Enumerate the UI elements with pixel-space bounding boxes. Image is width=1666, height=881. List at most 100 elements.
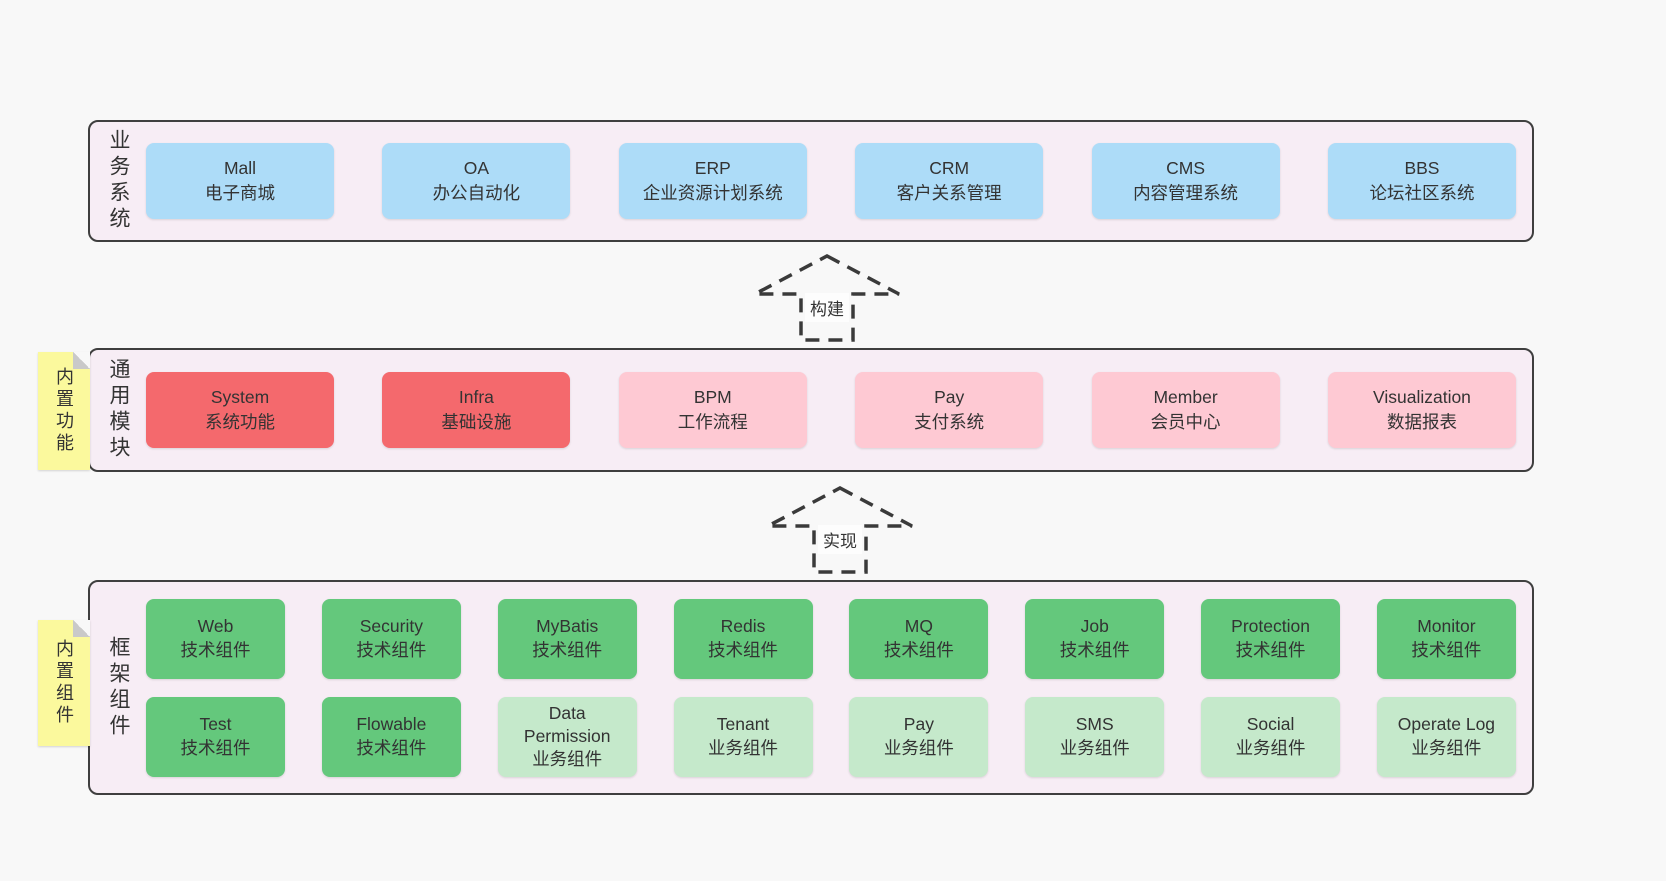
box-title-en: CRM xyxy=(929,158,970,179)
box-subtitle-zh: 支付系统 xyxy=(914,412,985,432)
box-title-en: Mall xyxy=(223,158,257,179)
box-subtitle-zh: 技术组件 xyxy=(883,639,954,660)
box-subtitle-zh: 电子商城 xyxy=(205,183,275,203)
diagram-box-mall: Mall 电子商城 xyxy=(146,143,334,219)
box-title-en: CMS xyxy=(1166,158,1205,179)
box-title-en: System xyxy=(210,387,270,408)
box-title-en: Data Permission xyxy=(523,702,611,746)
box-subtitle-zh: 基础设施 xyxy=(441,412,512,432)
box-subtitle-zh: 技术组件 xyxy=(1411,639,1482,660)
implement-up-arrow xyxy=(767,486,913,574)
implement-arrow-label: 实现 xyxy=(818,525,862,554)
box-subtitle-zh: 技术组件 xyxy=(356,737,427,758)
diagram-box-system: System 系统功能 xyxy=(146,372,334,448)
box-title-en: Monitor xyxy=(1417,616,1476,637)
box-title-en: OA xyxy=(463,158,490,179)
builtin-components-sticky-note: 内置组件 xyxy=(38,620,90,746)
box-subtitle-zh: 业务组件 xyxy=(1411,737,1482,758)
box-title-en: Social xyxy=(1246,714,1295,735)
box-title-en: Job xyxy=(1080,616,1109,637)
diagram-box-member: Member 会员中心 xyxy=(1091,372,1280,448)
box-subtitle-zh: 数据报表 xyxy=(1386,412,1457,432)
box-title-en: Web xyxy=(197,616,234,637)
diagram-box-oa: OA 办公自动化 xyxy=(382,143,571,219)
diagram-box-bpm: BPM 工作流程 xyxy=(618,372,807,448)
build-up-arrow xyxy=(754,254,900,342)
diagram-box-bbs: BBS 论坛社区系统 xyxy=(1327,143,1516,219)
diagram-box-erp: ERP 企业资源计划系统 xyxy=(618,143,807,219)
box-subtitle-zh: 业务组件 xyxy=(883,737,954,758)
box-subtitle-zh: 办公自动化 xyxy=(432,183,521,203)
box-title-en: Redis xyxy=(720,616,766,637)
box-title-en: Operate Log xyxy=(1397,714,1496,735)
box-title-en: BBS xyxy=(1404,158,1440,179)
box-title-en: Tenant xyxy=(716,714,770,735)
diagram-box-crm: CRM 客户关系管理 xyxy=(855,143,1044,219)
box-subtitle-zh: 技术组件 xyxy=(356,639,427,660)
box-title-en: SMS xyxy=(1075,714,1114,735)
box-title-en: BPM xyxy=(693,387,732,408)
box-subtitle-zh: 技术组件 xyxy=(1059,639,1130,660)
modules-boxes-row: System 系统功能 Infra 基础设施 BPM 工作流程 Pay 支付系统 Member 会… xyxy=(146,372,1516,448)
diagram-box-infra: Infra 基础设施 xyxy=(382,372,571,448)
box-subtitle-zh: 系统功能 xyxy=(205,412,275,432)
business-layer-label: 业务系统 xyxy=(107,129,130,233)
business-systems-layer: 业务系统 Mall 电子商城 OA 办公自动化 ERP 企业资源计划系统 CRM 客户关系管理… xyxy=(88,120,1534,242)
box-subtitle-zh: 会员中心 xyxy=(1150,412,1221,432)
box-subtitle-zh: 技术组件 xyxy=(180,737,251,758)
diagram-box-cms: CMS 内容管理系统 xyxy=(1091,143,1280,219)
modules-layer-label: 通用模块 xyxy=(107,358,130,462)
diagram-box-visualization: Visualization 数据报表 xyxy=(1327,372,1516,448)
box-title-en: Security xyxy=(359,616,423,637)
builtin-features-sticky-note: 内置功能 xyxy=(38,352,90,470)
common-modules-layer: 通用模块 System 系统功能 Infra 基础设施 BPM 工作流程 Pay 支付系统 Me… xyxy=(88,348,1534,472)
box-subtitle-zh: 内容管理系统 xyxy=(1133,183,1239,203)
box-subtitle-zh: 企业资源计划系统 xyxy=(642,183,783,203)
box-subtitle-zh: 客户关系管理 xyxy=(896,183,1002,203)
box-title-en: MyBatis xyxy=(536,616,599,637)
box-title-en: Flowable xyxy=(356,714,427,735)
components-layer-label: 框架组件 xyxy=(107,635,130,740)
box-subtitle-zh: 技术组件 xyxy=(532,639,603,660)
box-subtitle-zh: 业务组件 xyxy=(1059,737,1130,758)
box-title-en: Visualization xyxy=(1372,387,1471,408)
business-boxes-row: Mall 电子商城 OA 办公自动化 ERP 企业资源计划系统 CRM 客户关系管理 CMS 内容… xyxy=(146,143,1516,219)
box-title-en: Member xyxy=(1153,387,1218,408)
box-subtitle-zh: 技术组件 xyxy=(1235,639,1306,660)
box-title-en: Pay xyxy=(903,714,934,735)
box-title-en: Protection xyxy=(1231,616,1310,637)
box-subtitle-zh: 业务组件 xyxy=(1235,737,1306,758)
box-title-en: ERP xyxy=(694,158,731,179)
diagram-box-data-permission: Data Permission 业务组件 xyxy=(497,696,637,777)
box-subtitle-zh: 技术组件 xyxy=(180,639,251,660)
box-title-en: MQ xyxy=(904,616,933,637)
diagram-box-pay: Pay 支付系统 xyxy=(855,372,1044,448)
box-subtitle-zh: 工作流程 xyxy=(677,412,748,432)
box-subtitle-zh: 业务组件 xyxy=(708,737,779,758)
box-title-en: Infra xyxy=(458,387,494,408)
build-arrow-label: 构建 xyxy=(805,293,849,322)
box-subtitle-zh: 技术组件 xyxy=(708,639,779,660)
box-title-en: Pay xyxy=(934,387,965,408)
box-subtitle-zh: 论坛社区系统 xyxy=(1369,183,1475,203)
box-title-en: Test xyxy=(199,714,232,735)
box-subtitle-zh: 业务组件 xyxy=(532,749,603,770)
